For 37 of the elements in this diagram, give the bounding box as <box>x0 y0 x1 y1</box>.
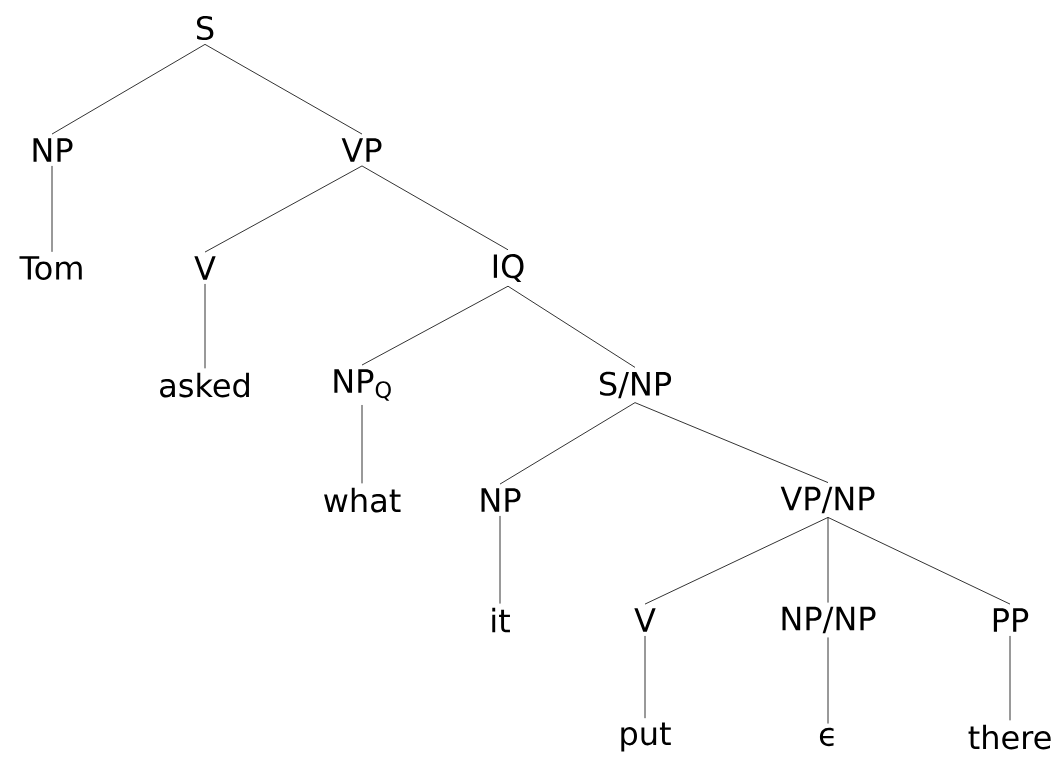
tree-label: ϵ <box>819 727 834 747</box>
tree-label: V <box>194 256 216 280</box>
tree-label: NP <box>33 138 73 162</box>
tree-branch <box>827 637 829 724</box>
tree-label: put <box>621 722 671 752</box>
tree-branch <box>1009 635 1011 721</box>
tree-label: V <box>634 608 656 632</box>
tree-label: VP/NP <box>780 486 875 514</box>
tree-label: VP <box>341 138 382 162</box>
tree-label: asked <box>160 372 249 398</box>
tree-branch <box>644 517 829 605</box>
tree-label: Tom <box>19 256 82 280</box>
tree-branch <box>634 402 829 483</box>
tree-label: there <box>968 724 1051 750</box>
tree-branch <box>827 517 1011 605</box>
tree-label: it <box>492 607 510 633</box>
tree-branch <box>644 635 646 719</box>
tree-branch <box>361 404 363 484</box>
tree-label: what <box>324 487 401 513</box>
tree-branch <box>507 285 636 368</box>
tree-label: NP/NP <box>782 606 876 634</box>
tree-branch <box>51 43 206 135</box>
tree-label: S <box>196 15 214 41</box>
tree-label: NP$_{Q}$ <box>334 369 391 401</box>
tree-label: IQ <box>493 254 524 282</box>
tree-branch <box>361 165 509 251</box>
tree-branch <box>204 165 363 253</box>
tree-label: S/NP <box>599 371 672 399</box>
tree-label: NP <box>481 488 521 512</box>
tree-branch <box>204 283 206 369</box>
tree-branch <box>827 517 829 603</box>
tree-branch <box>51 165 53 253</box>
tree-branch <box>499 402 636 485</box>
tree-branch <box>499 515 501 604</box>
tree-branch <box>204 43 363 135</box>
tree-branch <box>361 285 509 366</box>
tree-label: PP <box>993 608 1029 632</box>
